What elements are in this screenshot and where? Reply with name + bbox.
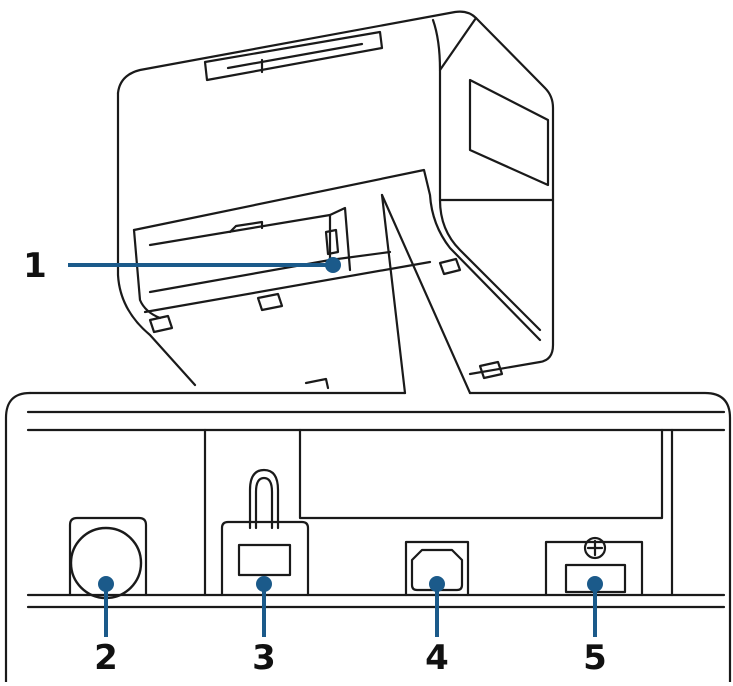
leader-line-2 (98, 576, 114, 637)
leader-line-1 (68, 257, 341, 273)
screw-icon (544, 536, 644, 597)
printer-body (116, 10, 555, 390)
usb-b-port-icon (404, 540, 470, 597)
callout-label-3: 3 (252, 638, 276, 678)
callout-label-4: 4 (425, 638, 449, 678)
callout-label-5: 5 (583, 638, 607, 678)
zoom-wedge (380, 193, 472, 395)
detail-panel (4, 391, 732, 684)
padlock-slot-icon (220, 468, 310, 597)
callout-label-2: 2 (94, 638, 118, 678)
leader-line-5 (587, 576, 603, 637)
callout-label-1: 1 (23, 246, 47, 286)
leader-line-3 (256, 576, 272, 637)
leader-line-4 (429, 576, 445, 637)
